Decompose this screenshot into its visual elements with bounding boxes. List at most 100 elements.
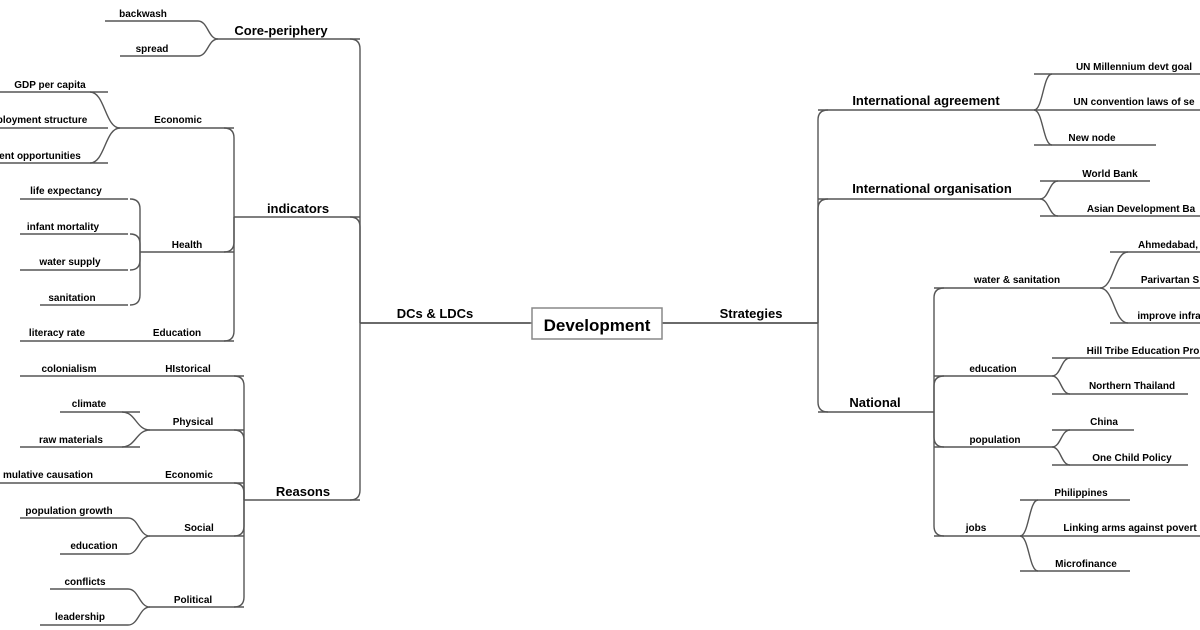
node-one-child[interactable]: One Child Policy: [1092, 453, 1172, 464]
connector: [1033, 109, 1053, 146]
root-node-box[interactable]: [531, 307, 663, 340]
node-thailand[interactable]: Northern Thailand: [1089, 381, 1175, 392]
node-spread[interactable]: spread: [136, 44, 169, 55]
connector: [89, 91, 121, 129]
connector: [233, 375, 245, 500]
connector: [223, 127, 235, 217]
node-employment[interactable]: ployment structure: [0, 115, 88, 126]
node-jobs[interactable]: jobs: [965, 523, 987, 534]
connector: [1099, 251, 1129, 289]
connector: [817, 323, 829, 413]
node-hill-tribe[interactable]: Hill Tribe Education Pro: [1087, 346, 1200, 357]
connector: [127, 606, 151, 626]
connector: [127, 588, 151, 608]
node-health[interactable]: Health: [172, 240, 203, 251]
node-world-bank[interactable]: World Bank: [1082, 169, 1138, 180]
connector: [1039, 180, 1059, 200]
node-education3[interactable]: education: [969, 364, 1016, 375]
connector: [1019, 535, 1039, 572]
node-parivartan[interactable]: Parivartan S: [1141, 275, 1200, 286]
node-education[interactable]: Education: [153, 328, 201, 339]
node-political[interactable]: Political: [174, 595, 213, 606]
connector: [817, 198, 829, 323]
node-un-conv[interactable]: UN convention laws of se: [1073, 97, 1195, 108]
node-social[interactable]: Social: [184, 523, 214, 534]
node-climate[interactable]: climate: [72, 399, 107, 410]
node-popgrowth[interactable]: population growth: [25, 506, 112, 517]
node-opportunities[interactable]: ent opportunities: [0, 151, 81, 162]
connector: [121, 411, 151, 431]
connector: [1019, 499, 1039, 537]
connector: [233, 500, 245, 608]
connector: [129, 233, 141, 252]
node-cumulative[interactable]: mulative causation: [3, 470, 93, 481]
connector: [349, 323, 361, 501]
node-linking[interactable]: Linking arms against povert: [1063, 523, 1197, 534]
connector: [223, 217, 235, 253]
node-physical[interactable]: Physical: [173, 417, 214, 428]
connector: [127, 535, 151, 555]
node-adb[interactable]: Asian Development Ba: [1087, 204, 1196, 215]
connector: [1051, 446, 1071, 466]
node-backwash[interactable]: backwash: [119, 9, 167, 20]
connector: [933, 375, 945, 412]
node-un-mdg[interactable]: UN Millennium devt goal: [1076, 62, 1192, 73]
node-life[interactable]: life expectancy: [30, 186, 102, 197]
node-sanitation[interactable]: sanitation: [48, 293, 95, 304]
connector: [1099, 287, 1129, 324]
connector: [1051, 357, 1071, 377]
node-new-node[interactable]: New node: [1068, 133, 1116, 144]
connector: [349, 38, 361, 323]
node-dcs[interactable]: DCs & LDCs: [397, 306, 474, 321]
node-strategies[interactable]: Strategies: [720, 306, 783, 321]
connector: [233, 500, 245, 537]
node-water-san[interactable]: water & sanitation: [973, 275, 1060, 286]
connector: [933, 412, 945, 537]
connector: [197, 38, 219, 57]
connector: [233, 482, 245, 500]
node-water[interactable]: water supply: [38, 257, 101, 268]
node-indicators[interactable]: indicators: [267, 201, 329, 216]
node-national[interactable]: National: [849, 395, 900, 410]
node-philippines[interactable]: Philippines: [1054, 488, 1108, 499]
connector: [1051, 375, 1071, 395]
node-intl-agreement[interactable]: International agreement: [852, 93, 1000, 108]
node-economic2[interactable]: Economic: [165, 470, 213, 481]
node-economic[interactable]: Economic: [154, 115, 202, 126]
node-core[interactable]: Core-periphery: [234, 23, 328, 38]
connector: [223, 217, 235, 342]
node-gdp[interactable]: GDP per capita: [14, 80, 86, 91]
connector: [127, 517, 151, 537]
connector: [933, 287, 945, 412]
node-conflicts[interactable]: conflicts: [64, 577, 106, 588]
connector: [349, 216, 361, 323]
connector: [129, 252, 141, 306]
node-historical[interactable]: HIstorical: [165, 364, 211, 375]
connector: [121, 429, 151, 448]
node-improve[interactable]: improve infra: [1137, 311, 1200, 322]
connector: [233, 429, 245, 500]
node-literacy[interactable]: literacy rate: [29, 328, 86, 339]
node-reasons[interactable]: Reasons: [276, 484, 330, 499]
node-leadership[interactable]: leadership: [55, 612, 105, 623]
connector: [89, 127, 121, 164]
connector: [817, 109, 829, 323]
root-node[interactable]: Development: [544, 316, 651, 335]
node-raw[interactable]: raw materials: [39, 435, 103, 446]
connector: [197, 20, 219, 40]
node-education2[interactable]: education: [70, 541, 117, 552]
connector: [129, 252, 141, 271]
node-china[interactable]: China: [1090, 417, 1118, 428]
node-infant[interactable]: infant mortality: [27, 222, 100, 233]
node-colonialism[interactable]: colonialism: [41, 364, 96, 375]
connector: [1051, 429, 1071, 448]
connector: [129, 198, 141, 252]
node-intl-org[interactable]: International organisation: [852, 181, 1012, 196]
connector: [933, 412, 945, 448]
node-ahmedabad[interactable]: Ahmedabad,: [1138, 240, 1198, 251]
node-population[interactable]: population: [969, 435, 1020, 446]
node-microfinance[interactable]: Microfinance: [1055, 559, 1117, 570]
connector: [1039, 198, 1059, 217]
connector: [1033, 73, 1053, 111]
